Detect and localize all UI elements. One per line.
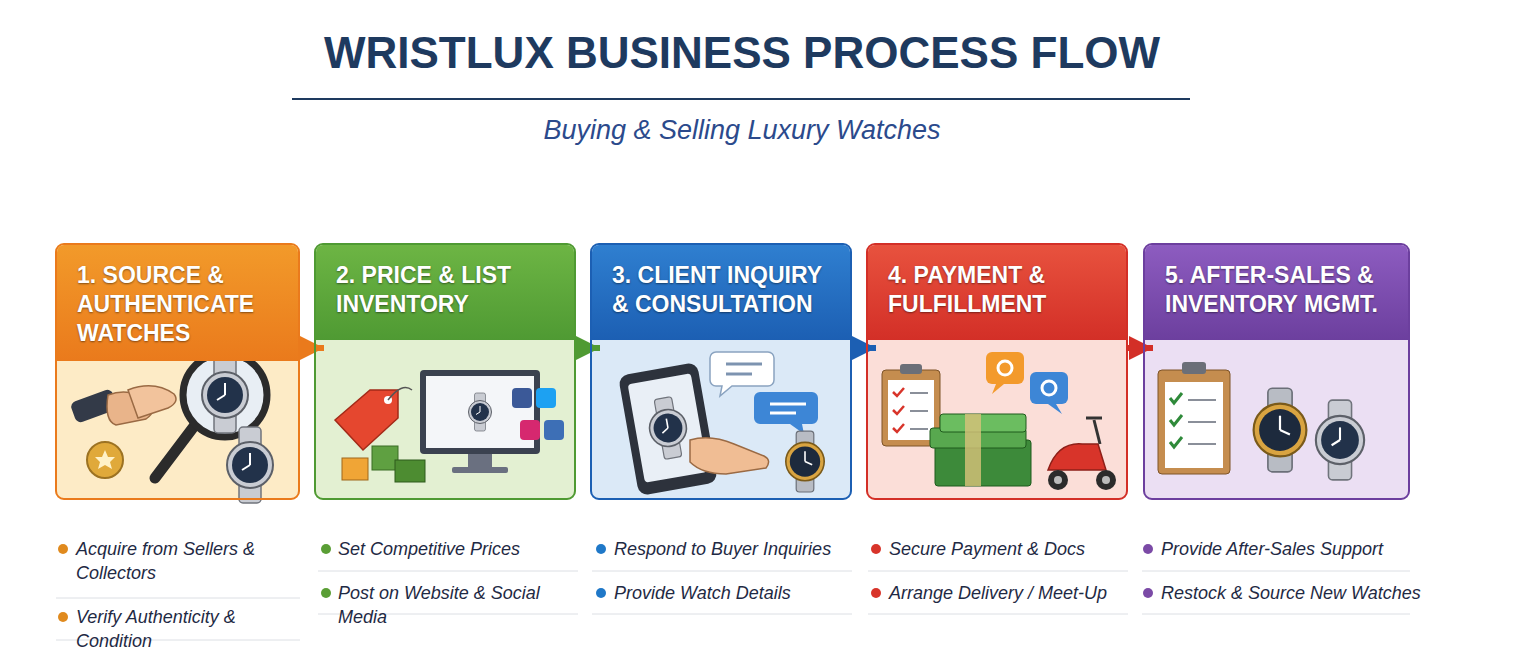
checklist-icon bbox=[1158, 362, 1230, 474]
step-title: 2. PRICE & LIST INVENTORY bbox=[336, 261, 560, 319]
bullet-item: Acquire from Sellers & Collectors bbox=[76, 537, 291, 586]
bullet-item: Arrange Delivery / Meet-Up bbox=[889, 581, 1134, 605]
scooter-icon bbox=[1048, 418, 1116, 490]
bullet-item: Restock & Source New Watches bbox=[1161, 581, 1421, 605]
process-step-box: 1. SOURCE & AUTHENTICATE WATCHES bbox=[55, 243, 300, 500]
magnifier-icon bbox=[155, 353, 273, 503]
box-ground bbox=[866, 243, 1128, 500]
flow-arrow bbox=[574, 345, 600, 351]
process-step-box: 4. PAYMENT & FULFILLMENT bbox=[866, 243, 1128, 500]
process-step-box: 3. CLIENT INQUIRY & CONSULTATION bbox=[590, 243, 852, 500]
cash-stack-icon bbox=[930, 414, 1031, 486]
social-media-icons bbox=[512, 388, 564, 440]
monitor-icon bbox=[420, 370, 540, 473]
step-title: 3. CLIENT INQUIRY & CONSULTATION bbox=[612, 261, 836, 319]
title-rule bbox=[292, 98, 1190, 100]
flow-arrow bbox=[1126, 345, 1153, 351]
hand-watch-icon bbox=[690, 431, 824, 492]
stock-boxes-icon bbox=[342, 446, 425, 482]
process-step-box: 2. PRICE & LIST INVENTORY bbox=[314, 243, 576, 500]
box-ground bbox=[1143, 243, 1410, 500]
step-title: 1. SOURCE & AUTHENTICATE WATCHES bbox=[77, 261, 284, 349]
phone-icon bbox=[618, 362, 718, 496]
bullet-item: Verify Authenticity & Condition bbox=[76, 605, 300, 652]
step-header: 3. CLIENT INQUIRY & CONSULTATION bbox=[592, 245, 850, 340]
box-ground bbox=[314, 243, 576, 500]
bullet-separators bbox=[56, 571, 1410, 640]
bullet-item: Post on Website & Social Media bbox=[338, 581, 583, 630]
step-header: 5. AFTER-SALES & INVENTORY MGMT. bbox=[1145, 245, 1408, 340]
step-header: 4. PAYMENT & FULFILLMENT bbox=[868, 245, 1126, 340]
subtitle: Buying & Selling Luxury Watches bbox=[340, 112, 1144, 148]
step-title: 4. PAYMENT & FULFILLMENT bbox=[888, 261, 1112, 319]
bullet-item: Respond to Buyer Inquiries bbox=[614, 537, 854, 561]
bullet-item: Provide Watch Details bbox=[614, 581, 854, 605]
bullet-item: Provide After-Sales Support bbox=[1161, 537, 1411, 561]
step-title: 5. AFTER-SALES & INVENTORY MGMT. bbox=[1165, 261, 1394, 319]
box-ground bbox=[590, 243, 852, 500]
step-header: 1. SOURCE & AUTHENTICATE WATCHES bbox=[57, 245, 298, 361]
price-tag-icon bbox=[335, 388, 412, 450]
step-header: 2. PRICE & LIST INVENTORY bbox=[316, 245, 574, 340]
watches-icon bbox=[1254, 388, 1365, 480]
payment-bubbles-icon bbox=[986, 352, 1068, 414]
process-step-box: 5. AFTER-SALES & INVENTORY MGMT. bbox=[1143, 243, 1410, 500]
bullet-item: Set Competitive Prices bbox=[338, 537, 578, 561]
chat-bubbles-icon bbox=[710, 352, 818, 434]
flow-arrow bbox=[298, 345, 324, 351]
flow-arrow bbox=[850, 345, 876, 351]
diagram-title: WRISTLUX BUSINESS PROCESS FLOW bbox=[240, 28, 1244, 78]
bullet-item: Secure Payment & Docs bbox=[889, 537, 1129, 561]
